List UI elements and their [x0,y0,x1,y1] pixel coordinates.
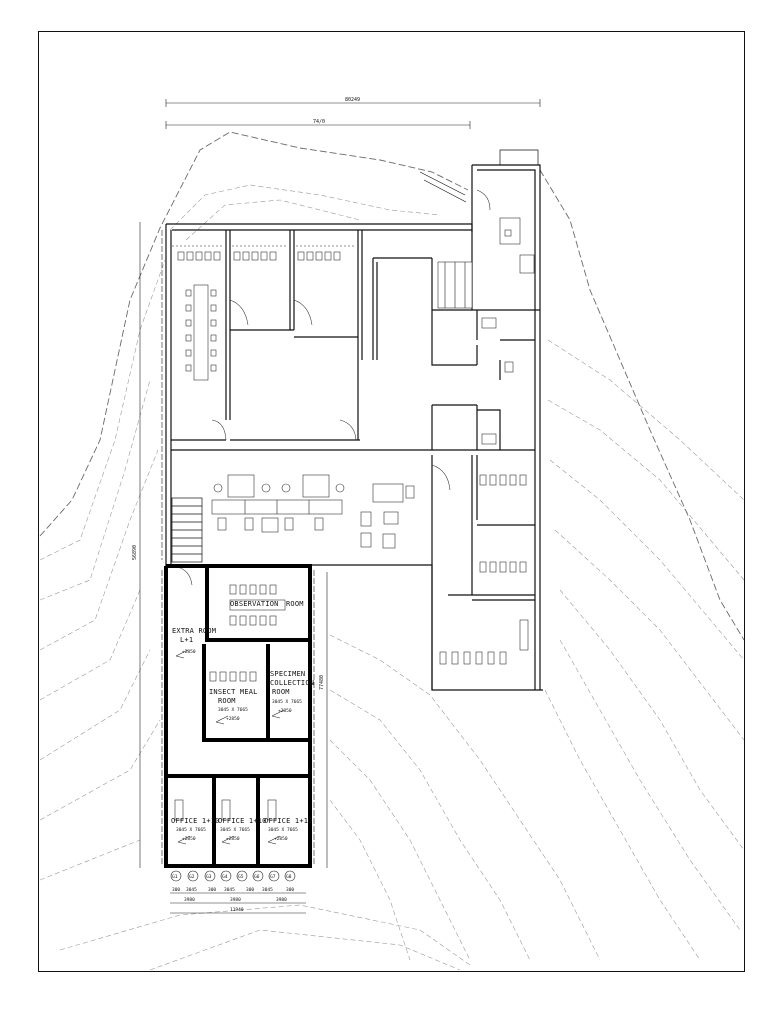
dim-small-3: 3045 [224,887,235,893]
dim-small-5: 3045 [262,887,273,893]
drawing-border [38,31,745,972]
room-labels: OBSERVATION ROOM EXTRA ROOM L+1 +2850 IN… [171,600,314,842]
dim-small-6: 300 [286,887,294,893]
site-contours [39,131,745,971]
bottom-dimensions: 300 3045 300 3045 300 3045 300 3980 3980… [170,887,306,914]
office-1-label: OFFICE 1+10 [171,817,220,825]
doors [176,189,491,586]
right-dimension-label: 77480 [319,675,325,690]
dim-total: 11940 [230,907,244,913]
dim-small-2: 300 [208,887,216,893]
office-1-elevation: +2850 [182,836,196,842]
extra-room-label: EXTRA ROOM [172,627,216,635]
svg-text:G3: G3 [206,874,212,880]
lower-wing [161,230,315,868]
top-dimensions: 80249 74/0 [165,97,541,129]
elevation-markers [175,649,285,845]
svg-text:G8: G8 [286,874,292,880]
dim-small-0: 300 [172,887,180,893]
office-2-size: 3045 X 7665 [220,827,250,833]
observation-room-label: OBSERVATION [230,600,279,608]
extra-room-elevation: +2850 [182,649,196,655]
svg-text:G5: G5 [238,874,244,880]
office-2-elevation: +2850 [226,836,240,842]
dim-seg-2: 3980 [276,897,287,903]
specimen-room-label-2: COLLECTION [270,679,314,687]
right-wing-furniture [437,217,535,665]
insect-meal-room-label: INSECT MEAL [209,688,258,696]
specimen-room-elevation: +2850 [278,708,292,714]
svg-text:G1: G1 [172,874,178,880]
observation-room-label-2: ROOM [286,600,304,608]
extra-room-level: L+1 [180,636,193,644]
sub-dimension-label: 74/0 [313,119,325,125]
grid-markers: G1 G2 G3 G4 G5 G6 G7 G8 [170,870,296,882]
insect-meal-room-label-2: ROOM [218,697,236,705]
office-3-label: OFFICE 1+10 [264,817,313,825]
svg-text:G7: G7 [270,874,276,880]
insect-meal-room-size: 3045 X 7665 [218,707,248,713]
workstations [211,474,415,549]
dim-small-1: 3045 [186,887,197,893]
specimen-room-label-3: ROOM [272,688,290,696]
specimen-room-label: SPECIMEN [270,670,305,678]
office-1-size: 3045 X 7665 [176,827,206,833]
side-dimensions: 56890 77480 [132,222,328,868]
dim-seg-0: 3980 [184,897,195,903]
svg-text:G6: G6 [254,874,260,880]
svg-text:G2: G2 [189,874,195,880]
specimen-room-size: 3045 X 7665 [272,699,302,705]
svg-text:G4: G4 [222,874,228,880]
office-3-elevation: +2850 [274,836,288,842]
office-3-size: 3045 X 7665 [268,827,298,833]
overall-dimension-label: 80249 [345,97,360,103]
office-2-label: OFFICE 1+10 [218,817,267,825]
meeting-room-furniture [172,245,354,381]
dim-small-4: 300 [246,887,254,893]
left-dimension-label: 56890 [132,545,138,560]
insect-meal-room-elevation: +2850 [226,716,240,722]
dim-seg-1: 3980 [230,897,241,903]
stairs [171,171,467,563]
